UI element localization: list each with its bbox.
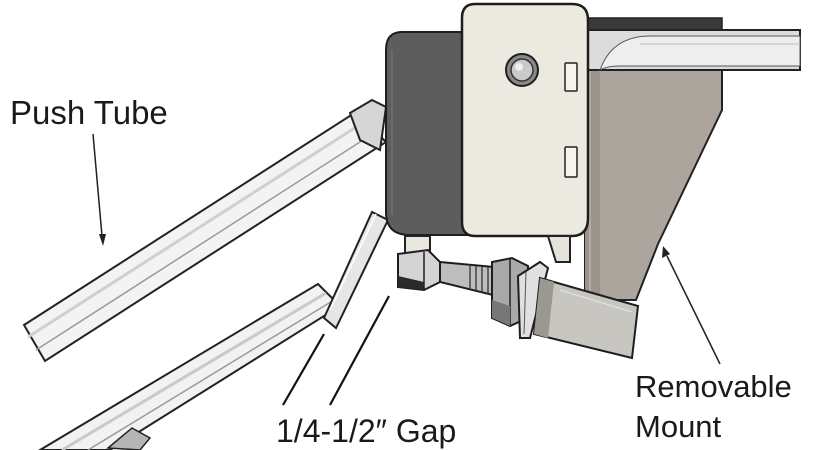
- push-tube-upper: [22, 98, 388, 363]
- push-tube-label: Push Tube: [10, 94, 168, 131]
- mount-bracket: [532, 235, 640, 360]
- removable-mount-leader: [662, 246, 721, 365]
- plate-bolt: [505, 53, 539, 87]
- top-rail: [584, 17, 801, 72]
- front-plate: [460, 2, 590, 238]
- removable-mount-label-line2: Mount: [635, 409, 722, 444]
- gusset-plate: [322, 210, 390, 330]
- gap-indicator-lines: [282, 295, 390, 406]
- gap-label: 1/4-1/2″ Gap: [276, 413, 457, 449]
- adjuster-bolt: [397, 248, 550, 339]
- removable-mount-label-line1: Removable: [635, 369, 792, 404]
- removable-mount: [584, 65, 723, 301]
- push-tube-leader: [92, 133, 106, 246]
- removable-mount-label: Removable Mount: [635, 367, 792, 447]
- backing-plate: [385, 31, 471, 236]
